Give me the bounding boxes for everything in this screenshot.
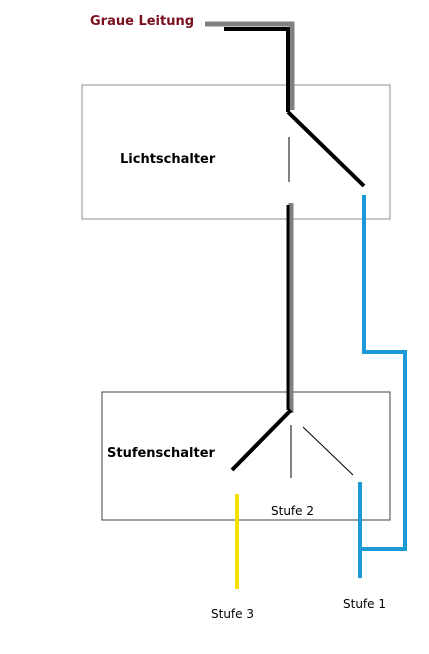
stufe-1-contact [302, 426, 354, 476]
stufenschalter-switch-arm [230, 408, 293, 472]
lichtschalter-label: Lichtschalter [120, 152, 216, 167]
stufenschalter-label: Stufenschalter [107, 446, 215, 461]
grey-wire-top [205, 21, 295, 110]
lichtschalter-switch-arm [286, 110, 366, 188]
stufe-1-label: Stufe 1 [343, 597, 386, 611]
graue-leitung-label: Graue Leitung [90, 14, 195, 29]
blue-wire [360, 195, 407, 551]
stufe-3-label: Stufe 3 [211, 607, 254, 621]
lichtschalter-box [81, 84, 391, 220]
stufenschalter-box [101, 391, 391, 521]
black-wire-top [224, 27, 290, 112]
stufe-2-label: Stufe 2 [271, 504, 314, 518]
